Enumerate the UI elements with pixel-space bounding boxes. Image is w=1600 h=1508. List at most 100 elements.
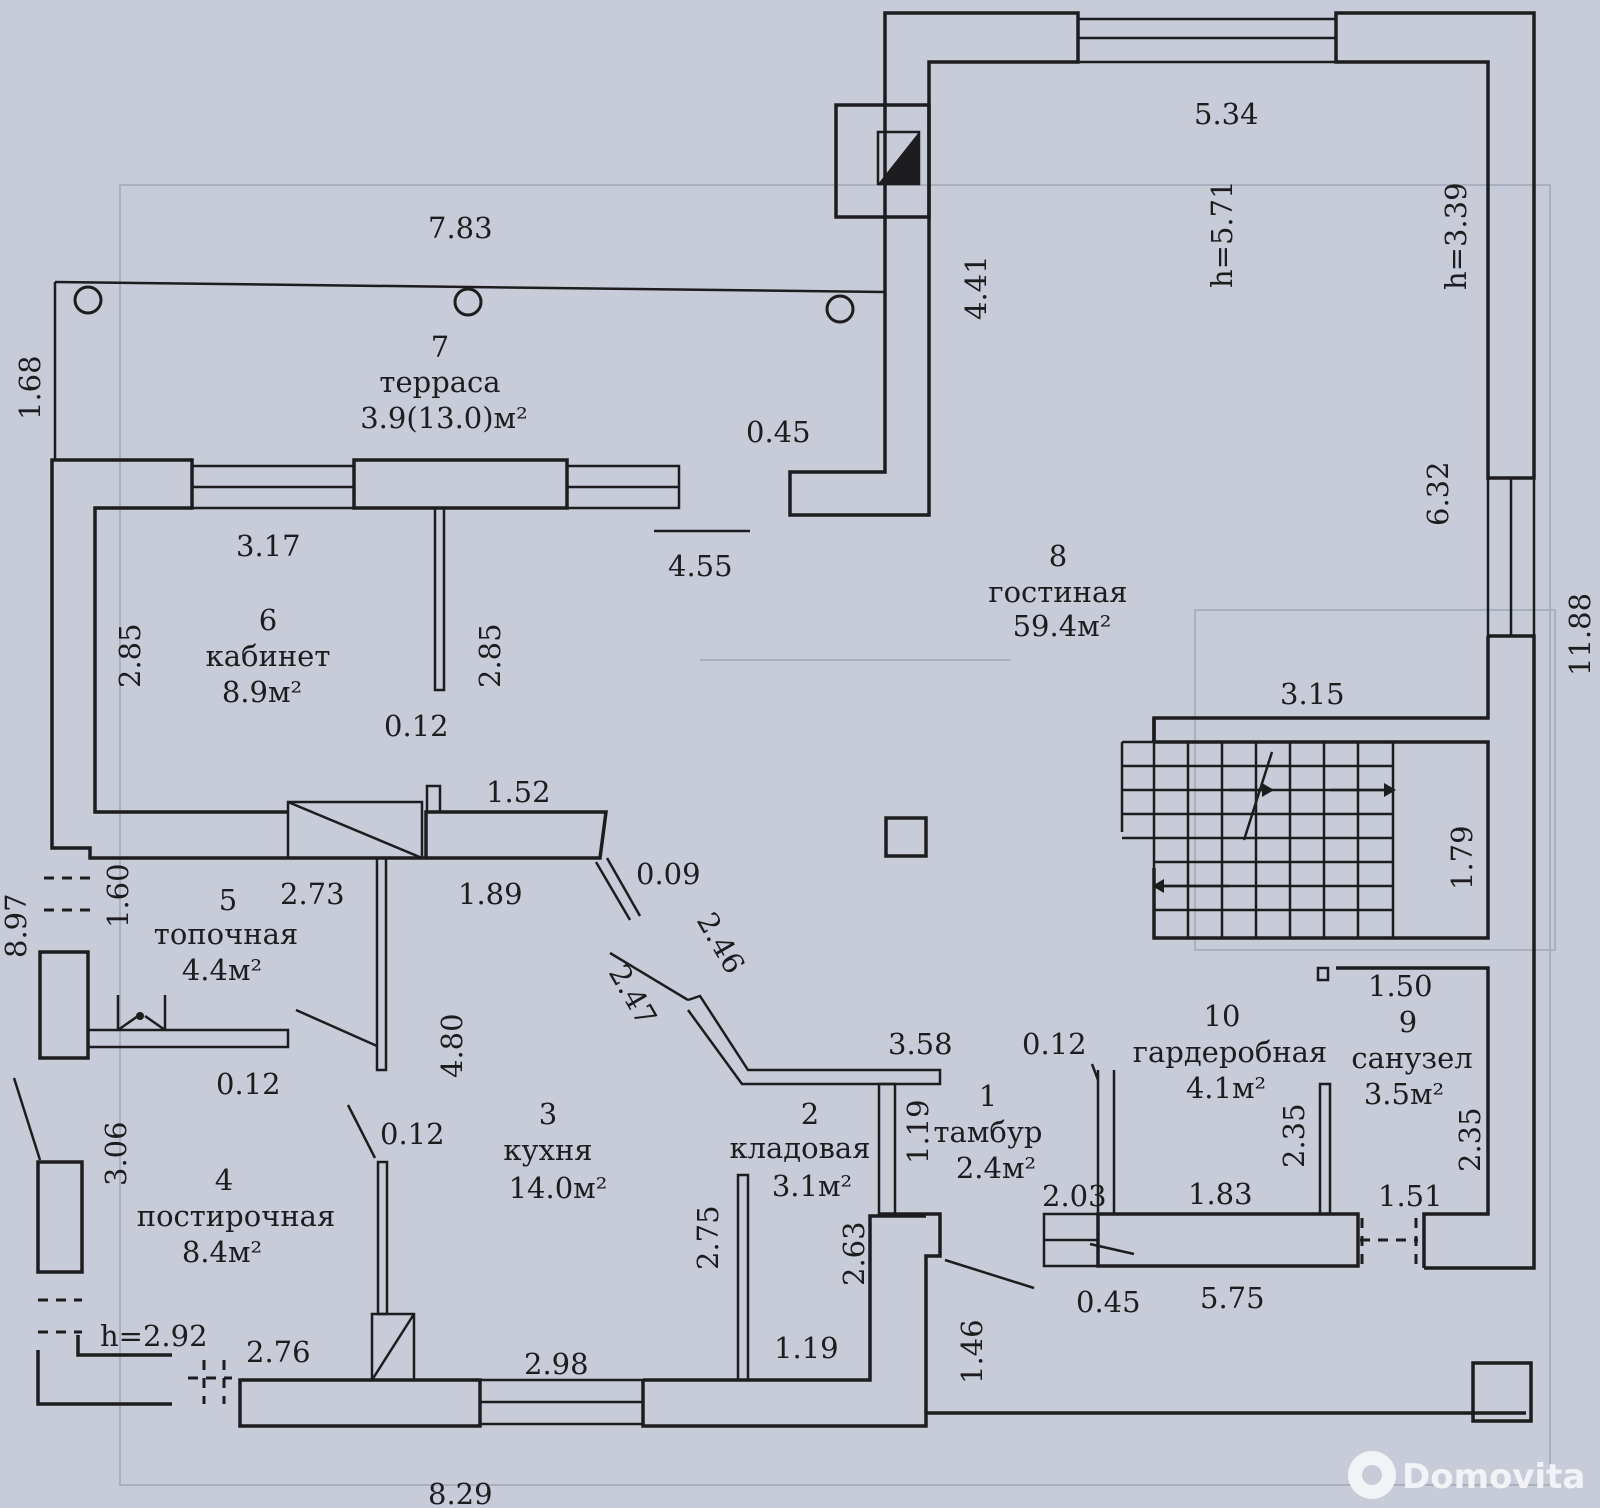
svg-text:8.9м²: 8.9м² [222,675,302,709]
dim-label: 1.51 [1378,1179,1443,1213]
svg-text:топочная: топочная [154,917,298,951]
dim-label: 11.88 [1563,593,1597,676]
column-circle [453,287,483,317]
dim-label: h=2.92 [100,1319,208,1353]
dim-label: 1.19 [901,1099,935,1164]
svg-text:постирочная: постирочная [137,1199,336,1233]
watermark-logo: Domovita [1348,1451,1585,1499]
dim-label: 1.68 [13,355,47,420]
walls-left [12,458,1526,1428]
dim-label: 2.73 [280,877,345,911]
svg-text:8.4м²: 8.4м² [182,1235,262,1269]
dim-label: 2.35 [1277,1103,1311,1168]
background-faint-lines [119,184,1556,1486]
stair-arrow-icon [1384,783,1396,797]
svg-text:2: 2 [801,1097,819,1131]
dim-label: 2.46 [690,907,752,980]
staircase [1120,718,1490,940]
dim-label: 0.12 [384,709,449,743]
dim-label: 2.85 [473,623,507,688]
svg-text:9: 9 [1399,1005,1417,1039]
column-circle [825,294,855,324]
room-7-label: 7 терраса 3.9(13.0)м² [360,330,528,435]
dim-label: 0.45 [1076,1285,1141,1319]
dim-label: 1.79 [1445,825,1479,890]
dim-label: 2.35 [1453,1107,1487,1172]
dim-label: 8.97 [0,893,33,958]
dim-label: 4.41 [959,255,993,320]
dim-label: 1.52 [486,775,551,809]
dim-label: 2.75 [691,1205,725,1270]
dim-label: h=5.71 [1205,180,1239,288]
room-9-label: 9 санузел 3.5м² [1351,1005,1472,1111]
svg-text:гостиная: гостиная [988,575,1127,609]
dim-label: 1.19 [774,1331,839,1365]
dim-label: 2.98 [524,1347,589,1381]
dim-label: 2.76 [246,1335,311,1369]
dim-label: 6.32 [1421,461,1455,526]
svg-text:кабинет: кабинет [206,639,331,673]
dim-label: 5.34 [1194,97,1259,131]
dim-label: 4.55 [668,549,733,583]
svg-text:4: 4 [215,1163,233,1197]
svg-text:3.1м²: 3.1м² [772,1169,852,1203]
svg-text:10: 10 [1204,999,1241,1033]
svg-text:3: 3 [539,1097,557,1131]
stair-arrow-icon [1262,783,1274,797]
dim-label: 0.12 [380,1117,445,1151]
room-8-label: 8 гостиная 59.4м² [988,539,1127,643]
svg-text:кухня: кухня [503,1133,592,1167]
svg-text:5: 5 [219,883,237,917]
dim-label: 4.80 [435,1013,469,1078]
svg-text:6: 6 [259,603,277,637]
column-circle [73,285,103,315]
dim-label: 1.46 [955,1319,989,1384]
stair-arrow-icon [1152,879,1164,893]
svg-text:тамбур: тамбур [934,1115,1043,1149]
svg-text:2.4м²: 2.4м² [956,1151,1036,1185]
fireplace-icon [878,132,919,184]
svg-text:гардеробная: гардеробная [1133,1035,1327,1069]
dim-label: 2.85 [113,623,147,688]
dim-label: 3.06 [99,1121,133,1186]
dim-label: 0.12 [1022,1027,1087,1061]
svg-text:1: 1 [979,1079,997,1113]
dim-label: 7.83 [428,211,493,245]
dim-label: 5.75 [1200,1281,1265,1315]
room-3-label: 3 кухня 14.0м² [503,1097,607,1205]
svg-text:3.9(13.0)м²: 3.9(13.0)м² [360,401,528,435]
dim-label: 2.63 [837,1221,871,1286]
dim-label: 8.29 [428,1477,493,1508]
terrace [53,280,886,460]
svg-text:14.0м²: 14.0м² [509,1171,608,1205]
room-5-label: 5 топочная 4.4м² [154,883,298,987]
dim-label: 0.45 [746,415,811,449]
dim-label: 2.47 [602,959,664,1032]
svg-text:кладовая: кладовая [729,1131,870,1165]
dim-label: 2.03 [1042,1179,1107,1213]
svg-text:4.1м²: 4.1м² [1186,1071,1266,1105]
svg-text:терраса: терраса [379,365,500,399]
dimensions: 5.34 h=5.71 h=3.39 7.83 4.41 1.68 0.45 3… [0,97,1597,1508]
watermark-text: Domovita [1402,1457,1585,1497]
dim-label: 3.58 [888,1027,953,1061]
room-4-label: 4 постирочная 8.4м² [137,1163,336,1269]
room-10-label: 10 гардеробная 4.1м² [1133,999,1327,1105]
dim-label: 1.83 [1188,1177,1253,1211]
svg-text:4.4м²: 4.4м² [182,953,262,987]
svg-text:3.5м²: 3.5м² [1364,1077,1444,1111]
dim-label: 1.89 [458,877,523,911]
room-2-label: 2 кладовая 3.1м² [729,1097,870,1203]
dim-label: 0.12 [216,1067,281,1101]
svg-text:санузел: санузел [1351,1041,1472,1075]
svg-text:7: 7 [431,330,449,364]
svg-text:8: 8 [1049,539,1067,573]
dim-label: h=3.39 [1439,182,1473,290]
dim-label: 0.09 [636,857,701,891]
dim-label: 1.50 [1368,969,1433,1003]
room-labels: 8 гостиная 59.4м² 7 терраса 3.9(13.0)м² … [137,330,1473,1269]
room-1-label: 1 тамбур 2.4м² [934,1079,1043,1185]
dim-label: 3.15 [1280,677,1345,711]
dim-label: 1.60 [101,863,135,928]
